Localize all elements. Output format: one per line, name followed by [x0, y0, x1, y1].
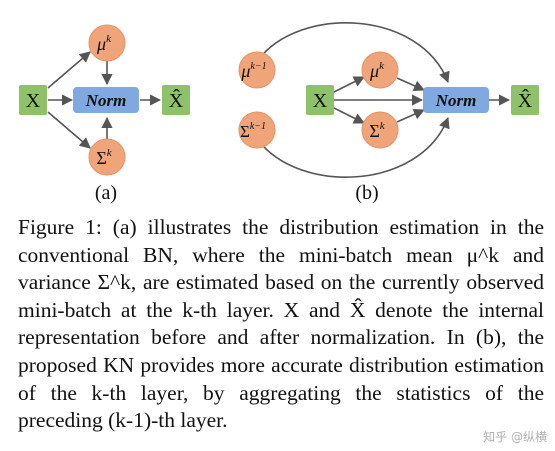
- caption-text: (a) illustrates the distribution estimat…: [18, 215, 545, 433]
- variance-sup: k: [107, 147, 113, 159]
- caption-label: Figure 1:: [18, 215, 102, 239]
- variance-node-b: [361, 111, 399, 149]
- mean-symbol-b: μ: [369, 61, 379, 81]
- svg-text:Σk−1: Σk−1: [240, 121, 266, 141]
- variance-symbol-b: Σ: [369, 121, 379, 141]
- svg-text:μk−1: μk−1: [240, 61, 266, 81]
- panel-a-sublabel: (a): [95, 182, 117, 204]
- mean-node-b: [361, 51, 399, 89]
- variance-symbol: Σ: [96, 148, 106, 168]
- mean-sup: k: [106, 33, 112, 45]
- input-x-label-b: X: [313, 90, 328, 112]
- input-x-box-b: [306, 85, 334, 115]
- variance-sup-b: k: [380, 120, 386, 132]
- output-xhat-label: X̂: [169, 88, 184, 112]
- mean-symbol: μ: [96, 34, 106, 54]
- figure-diagram: X μk Norm Σk X̂ (a) μk−1 Σk−1 X μk: [19, 22, 539, 204]
- prev-mean-sup: k−1: [250, 61, 266, 72]
- panel-b-sublabel: (b): [355, 182, 378, 204]
- norm-box-b: [423, 87, 489, 113]
- variance-node: [88, 138, 126, 176]
- panel-a: X μk Norm Σk X̂ (a): [19, 24, 190, 204]
- input-x-box: [19, 85, 47, 115]
- prev-variance-sup: k−1: [250, 121, 266, 132]
- output-xhat-box-b: [511, 85, 539, 115]
- prev-mean-node: [238, 51, 276, 89]
- svg-text:Σk: Σk: [369, 120, 385, 141]
- norm-label-b: Norm: [435, 91, 477, 110]
- figure-caption: Figure 1: (a) illustrates the distributi…: [18, 214, 544, 435]
- input-x-label: X: [26, 90, 41, 112]
- mean-node: [88, 24, 126, 62]
- prev-mean-symbol: μ: [240, 61, 250, 81]
- svg-text:μk: μk: [96, 33, 112, 54]
- svg-text:μk: μk: [369, 60, 385, 81]
- output-xhat-box: [162, 85, 190, 115]
- norm-box: [73, 87, 139, 113]
- prev-variance-symbol: Σ: [240, 122, 250, 141]
- prev-variance-node: [238, 111, 276, 149]
- output-xhat-label-b: X̂: [518, 88, 533, 112]
- norm-label: Norm: [85, 91, 127, 110]
- panel-b: μk−1 Σk−1 X μk Σk Norm X̂ (b): [238, 22, 539, 204]
- mean-sup-b: k: [379, 60, 385, 72]
- watermark: 知乎 @纵横: [483, 430, 547, 444]
- svg-text:Σk: Σk: [96, 147, 112, 168]
